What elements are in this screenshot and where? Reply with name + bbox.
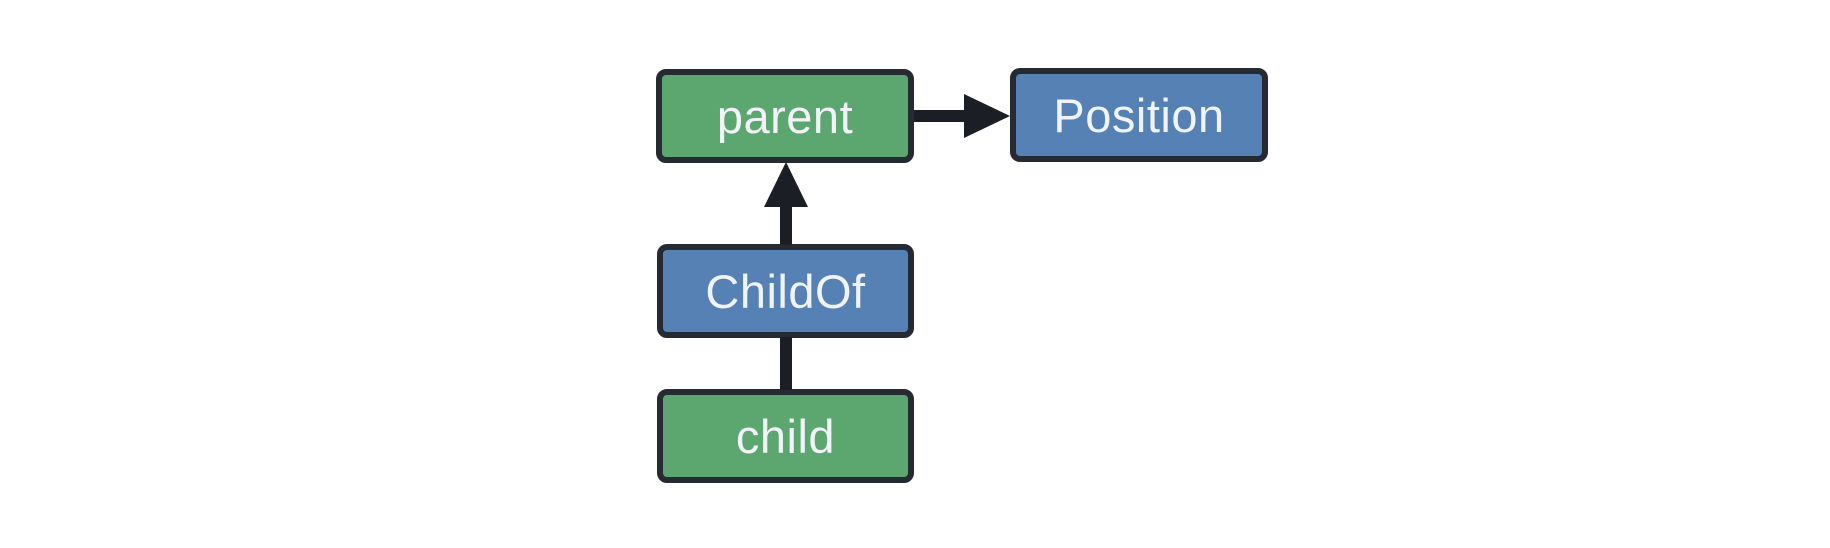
node-child: child <box>657 389 914 483</box>
node-child-label: child <box>735 409 836 463</box>
node-childof: ChildOf <box>657 244 914 338</box>
node-parent: parent <box>656 69 914 163</box>
edge-child-to-childof-line <box>780 337 792 390</box>
node-childof-label: ChildOf <box>705 264 866 318</box>
node-position: Position <box>1010 68 1268 162</box>
node-position-label: Position <box>1053 88 1225 142</box>
node-parent-label: parent <box>716 89 854 143</box>
arrow-up-icon <box>764 162 808 207</box>
edge-childof-to-parent-shaft <box>780 203 792 245</box>
arrow-right-icon <box>964 94 1010 138</box>
edge-parent-to-position-shaft <box>914 110 968 122</box>
